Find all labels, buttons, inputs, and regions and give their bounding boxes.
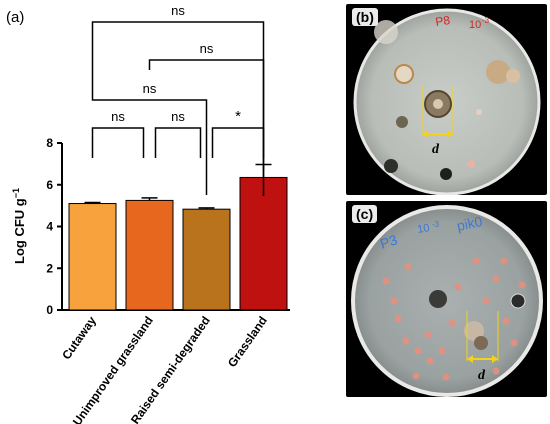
panel-b-label: (b) <box>352 8 378 26</box>
panel-c-label: (c) <box>352 205 378 223</box>
colony <box>500 257 508 265</box>
colony <box>464 321 484 341</box>
colony <box>382 277 390 285</box>
colony <box>404 263 412 271</box>
colony <box>454 283 462 291</box>
colony <box>474 336 488 350</box>
svg-text:Log CFU g−1: Log CFU g−1 <box>11 188 27 264</box>
colony <box>394 315 402 323</box>
y-tick-label: 6 <box>46 178 53 192</box>
significance-label: ns <box>171 3 185 18</box>
handwriting-c-3: -3 <box>432 220 440 229</box>
bar-1 <box>68 203 117 311</box>
colony <box>510 293 526 309</box>
petri-dish-c: d P3 10 -3 pik0 <box>351 205 543 397</box>
colony <box>438 347 446 355</box>
colony <box>467 160 475 168</box>
colony <box>482 297 490 305</box>
colony <box>390 297 398 305</box>
colony <box>476 109 482 115</box>
bar-2 <box>125 199 174 311</box>
handwriting-c-4: pik0 <box>455 213 484 234</box>
significance-label: ns <box>143 81 157 96</box>
y-axis-label-superscript: −1 <box>11 188 21 198</box>
y-axis-label: Log CFU g <box>12 198 27 264</box>
photo-panel-b: d P8 10 -3 (b) <box>346 4 547 195</box>
handwriting-c-2: 10 <box>416 222 430 236</box>
colony <box>518 281 526 289</box>
handwriting-b-1: P8 <box>434 13 451 29</box>
significance-label: * <box>235 108 241 125</box>
y-tick-label: 4 <box>46 220 53 234</box>
measure-label-c: d <box>478 368 486 383</box>
significance-bracket <box>211 127 265 159</box>
colony-cluster <box>382 257 526 381</box>
colony <box>402 337 410 345</box>
colony <box>440 168 452 180</box>
colony <box>492 275 500 283</box>
panel-a-label: (a) <box>6 9 24 26</box>
colony <box>433 99 443 109</box>
colony <box>374 20 398 44</box>
petri-dish-c-plate <box>351 205 543 397</box>
handwriting-b-2: 10 <box>469 19 481 31</box>
measure-label-b: d <box>432 142 440 157</box>
colony <box>429 290 447 308</box>
colony <box>384 159 398 173</box>
colony <box>472 257 480 265</box>
y-axis-title: Log CFU g−1 <box>11 188 27 264</box>
y-tick-label: 0 <box>46 303 53 317</box>
significance-label: ns <box>171 109 185 124</box>
bar-4 <box>239 176 288 311</box>
colony <box>448 319 456 327</box>
colony <box>492 367 500 375</box>
x-tick-label: Cutaway <box>59 313 99 362</box>
y-tick-label: 8 <box>46 136 53 150</box>
bars <box>68 163 288 311</box>
colony <box>486 60 510 84</box>
bar-3 <box>182 208 231 311</box>
handwriting-b-3: -3 <box>482 16 490 25</box>
significance-bracket <box>148 59 265 170</box>
colony <box>394 64 414 84</box>
photo-panel-c: d P3 10 -3 pik0 (c) <box>346 201 547 397</box>
x-tick-label: Grassland <box>225 314 270 370</box>
colony <box>424 331 432 339</box>
colony <box>510 339 518 347</box>
handwriting-c-1: P3 <box>378 231 399 252</box>
colony <box>502 317 510 325</box>
significance-label: ns <box>200 41 214 56</box>
colony <box>412 372 420 380</box>
colony <box>442 373 450 381</box>
y-tick-label: 2 <box>46 261 53 275</box>
colony <box>414 347 422 355</box>
colony <box>506 69 520 83</box>
colony <box>396 116 408 128</box>
petri-dish-b: d P8 10 -3 <box>353 8 541 195</box>
significance-label: ns <box>111 109 125 124</box>
significance-bracket <box>91 127 145 158</box>
colony <box>426 357 434 365</box>
significance-bracket <box>91 92 208 195</box>
significance-bracket <box>154 127 202 158</box>
